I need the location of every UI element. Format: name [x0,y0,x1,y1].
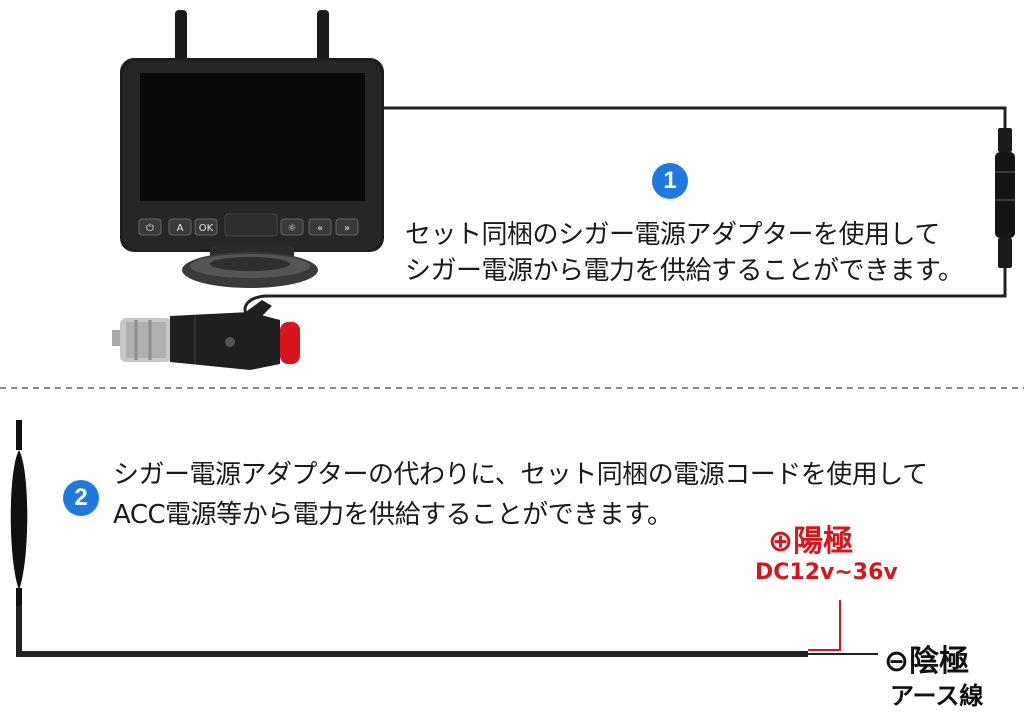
ok-button [194,218,218,236]
positive-wire [808,600,841,651]
power-cord [10,420,878,657]
a-icon-label: A [177,223,184,234]
step-1-line-1: セット同梱のシガー電源アダプターを使用して [405,220,940,250]
plus-circle-icon: ⊕ [768,524,794,559]
monitor-screen [140,73,365,201]
step-2-line-2: ACC電源等から電力を供給することができます。 [113,500,673,530]
sensor-panel [224,213,278,237]
inline-connector-icon [995,128,1015,268]
cigarette-plug-icon [112,300,300,370]
forward-icon [335,218,359,236]
positive-voltage: DC12v~36v [755,560,898,585]
monitor: ⏻ A OK ☼ « » [120,58,384,252]
power-icon-label: ⏻ [146,223,154,234]
minus-circle-icon: ⊖ [884,644,910,679]
negative-label: ⊖陰極 [884,636,969,680]
antenna-icon [175,10,329,68]
brightness-icon-label: ☼ [288,223,297,234]
step-1-line-2: シガー電源から電力を供給することができます。 [405,256,964,286]
ok-button-label: OK [199,223,214,234]
step-1-badge: 1 [652,163,688,199]
brightness-icon [280,218,304,236]
ground-wire-label: アース線 [890,682,984,710]
a-icon [168,218,192,236]
rewind-icon [308,218,332,236]
rewind-icon-label: « [317,223,323,234]
positive-label: ⊕陽極 [768,516,853,560]
negative-label-text: 陰極 [909,644,970,679]
step-2-badge: 2 [63,480,99,516]
forward-icon-label: » [344,223,350,234]
suction-mount [182,246,318,288]
power-icon [138,218,162,236]
positive-label-text: 陽極 [793,524,854,559]
step-2-line-1: シガー電源アダプターの代わりに、セット同梱の電源コードを使用して [113,460,928,490]
